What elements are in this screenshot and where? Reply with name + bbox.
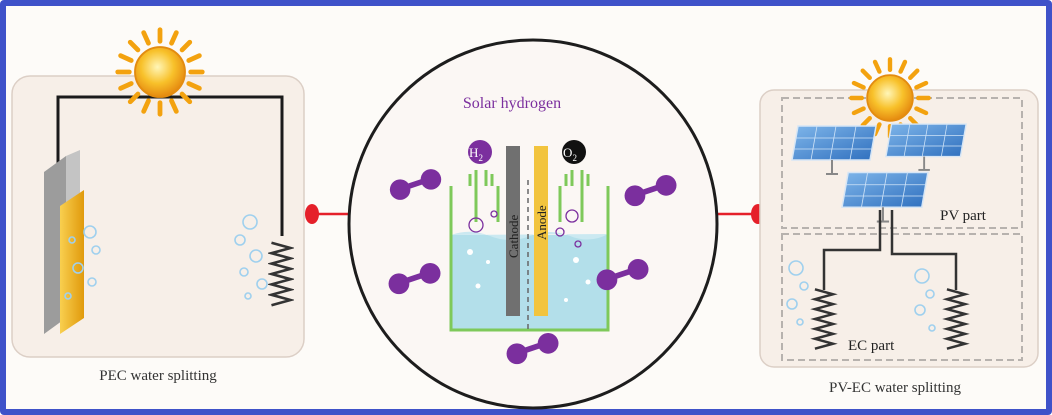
pvec-wire-left bbox=[822, 210, 882, 290]
bubble-icon bbox=[64, 214, 268, 300]
anode-electrode bbox=[534, 146, 548, 316]
center-circle bbox=[347, 38, 719, 410]
solar-hydrogen-panel: Solar hydrogen Cathode Anode H2 bbox=[347, 38, 719, 410]
pec-label: PEC water splitting bbox=[99, 368, 217, 384]
gas-tubes bbox=[468, 170, 590, 222]
connector-dot-left bbox=[305, 204, 319, 224]
pec-panel: PEC water splitting bbox=[11, 30, 305, 384]
cell-outline bbox=[449, 186, 610, 332]
o2-badge bbox=[562, 140, 586, 164]
bubble-icon bbox=[786, 260, 936, 332]
ec-part-box bbox=[781, 233, 1023, 361]
pec-wire bbox=[56, 95, 284, 236]
pvec-wire-right bbox=[890, 210, 958, 290]
o2-label: O2 bbox=[563, 145, 577, 163]
pec-electrode-gold bbox=[60, 190, 84, 334]
cathode-electrode bbox=[506, 146, 520, 316]
solar-hydrogen-title: Solar hydrogen bbox=[463, 95, 561, 112]
anode-label: Anode bbox=[534, 205, 549, 240]
pvec-label: PV-EC water splitting bbox=[829, 380, 961, 396]
h2-badge bbox=[468, 140, 492, 164]
sun-icon bbox=[118, 30, 202, 114]
pv-part-box bbox=[781, 97, 1023, 229]
h2-label: H2 bbox=[469, 145, 483, 163]
bubble-dots bbox=[467, 249, 591, 302]
cathode-label: Cathode bbox=[506, 214, 521, 258]
electrolyte bbox=[451, 235, 608, 329]
pvec-panel: PV part EC part PV-EC water splitting bbox=[759, 59, 1039, 396]
ec-part-label: EC part bbox=[848, 338, 895, 354]
bubble-icon bbox=[468, 209, 582, 248]
pv-part-label: PV part bbox=[940, 208, 987, 224]
